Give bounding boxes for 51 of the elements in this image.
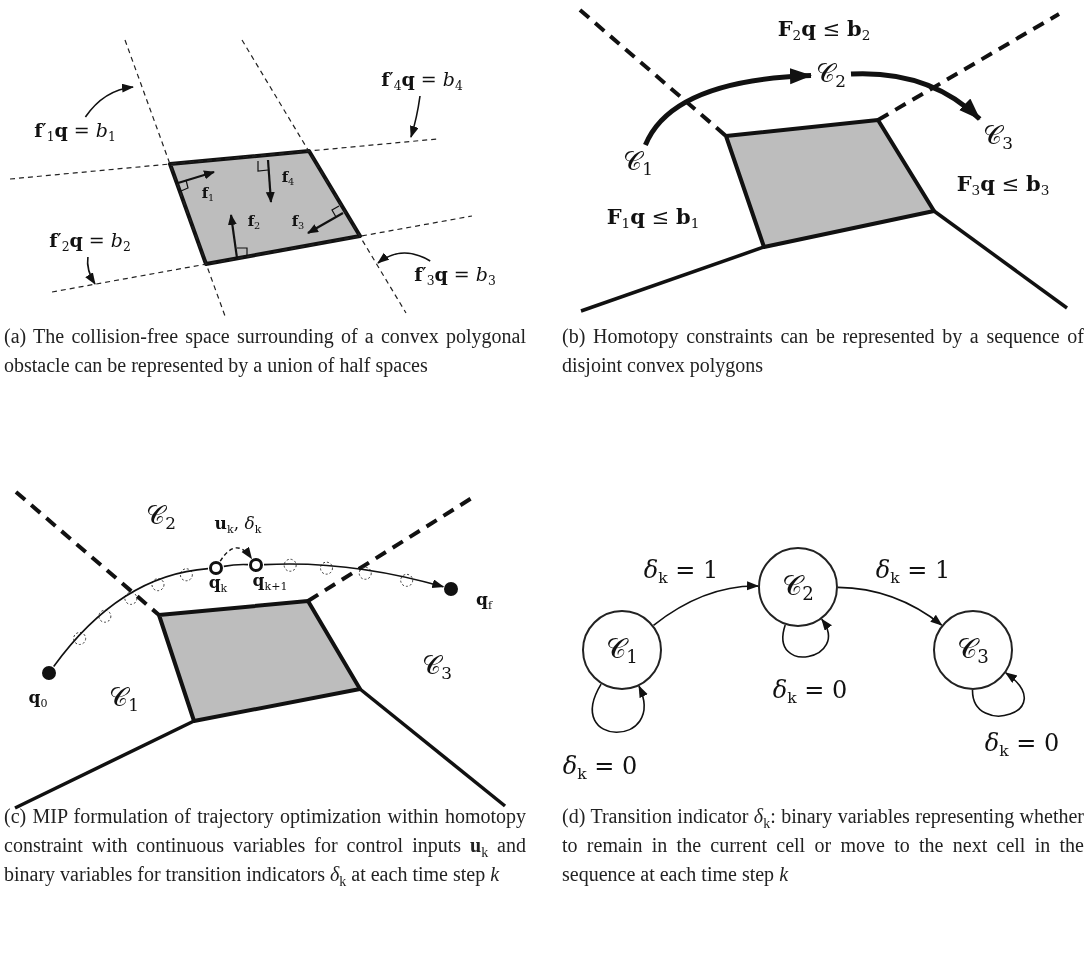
transition-arrow	[850, 71, 982, 121]
self-loop-arrow	[782, 618, 832, 658]
figure-caption: (b) Homotopy constraints can be represented by a sequence of disjoint convex polygons	[562, 324, 1084, 379]
figure-caption: (d) Transition indicator δ$_{k}$: binary variables representing whether to remain in the current cell or move to the next cell in the sequence at each time step k	[562, 804, 1084, 888]
trajectory-arrow	[263, 563, 445, 589]
math-label: f$_{2}$	[247, 212, 261, 232]
leader-line	[377, 252, 431, 264]
self-loop-arrow	[591, 683, 647, 734]
transition-arrow	[643, 68, 812, 147]
region-label: 𝒞$_{1}$	[618, 145, 658, 181]
control-step-arrow	[219, 546, 253, 562]
math-label: 𝒞$_{3}$	[422, 651, 452, 683]
equation-label: f′$_{1}$q = b$_{1}$	[23, 117, 127, 147]
equation-label: f′$_{4}$q = b$_{4}$	[370, 66, 474, 96]
trajectory-line	[223, 563, 249, 568]
state-circle: 𝒞$_{3}$	[933, 610, 1013, 690]
obstacle-polygon	[157, 599, 362, 723]
state-circle: 𝒞$_{1}$	[582, 610, 662, 690]
transition-arrow	[837, 586, 943, 626]
self-loop-arrow	[971, 672, 1026, 717]
math-label: f$_{1}$	[201, 184, 215, 204]
region-label: 𝒞$_{2}$	[811, 57, 851, 93]
trajectory-line	[52, 567, 209, 668]
leader-line	[85, 256, 96, 285]
math-label: 𝒞$_{1}$	[109, 683, 139, 715]
math-label: F$_{1}$q ≤ b$_{1}$	[606, 204, 700, 232]
point-label: q$_{k+1}$	[252, 571, 288, 593]
edge-label: u$_{k}$, δ$_{k}$	[211, 514, 265, 536]
math-label: F$_{2}$q ≤ b$_{2}$	[777, 16, 871, 44]
obstacle-polygon	[724, 118, 936, 249]
equation-label: f′$_{3}$q = b$_{3}$	[403, 261, 507, 291]
point-label: q$_{f}$	[476, 590, 492, 612]
leader-line	[84, 84, 134, 118]
region-label: 𝒞$_{3}$	[978, 119, 1018, 155]
obstacle-polygon	[168, 149, 362, 266]
math-label: F$_{3}$q ≤ b$_{3}$	[956, 171, 1050, 199]
figure-caption: (a) The collision-free space surrounding of a convex polygonal obstacle can be represented by a union of half spaces	[4, 324, 526, 379]
figure-caption: (c) MIP formulation of trajectory optimization within homotopy constraint with continuous variables for control inputs u$_{k}$ and binary variables for transition indicators δ$_{k}$ at each time step k	[4, 804, 526, 889]
point-label: q$_{k}$	[208, 573, 228, 595]
state-circle: 𝒞$_{2}$	[758, 547, 838, 627]
math-label: f$_{3}$	[291, 212, 305, 232]
equation-label: f′$_{2}$q = b$_{2}$	[38, 227, 142, 257]
trajectory-endpoint	[444, 582, 458, 596]
transition-arrow	[652, 581, 759, 627]
trajectory-point	[249, 558, 263, 572]
point-label: q$_{0}$	[28, 688, 48, 710]
trajectory-endpoint	[42, 666, 56, 680]
trajectory-point	[209, 561, 223, 575]
leader-line	[409, 95, 421, 138]
math-label: f$_{4}$	[281, 168, 295, 188]
math-label: 𝒞$_{2}$	[146, 501, 176, 533]
